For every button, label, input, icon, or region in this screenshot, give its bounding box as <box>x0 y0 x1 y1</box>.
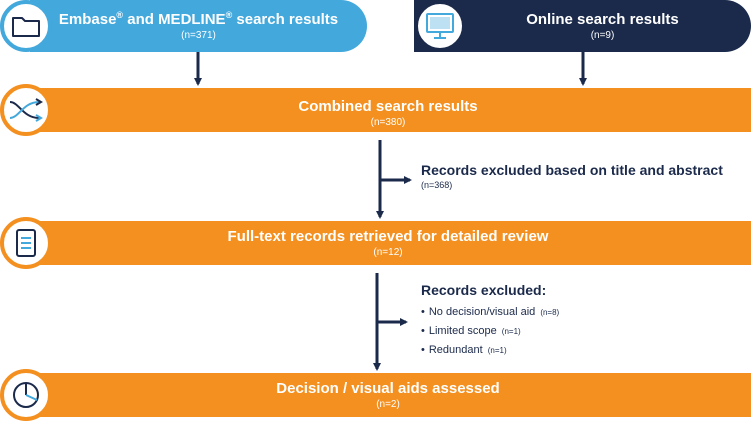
exclusion-title-abstract-count: (n=368) <box>421 180 453 190</box>
assessed-aids-title: Decision / visual aids assessed <box>276 380 500 397</box>
combined-results-box: Combined search results (n=380) <box>25 88 751 132</box>
monitor-icon <box>414 0 466 52</box>
folder-icon <box>0 0 52 52</box>
assessed-aids-count: (n=2) <box>376 399 400 410</box>
exclusion-title-abstract-label: Records excluded based on title and abst… <box>421 162 723 178</box>
fulltext-records-title: Full-text records retrieved for detailed… <box>227 228 549 245</box>
fulltext-records-box: Full-text records retrieved for detailed… <box>25 221 751 265</box>
exclusion-title-abstract: Records excluded based on title and abst… <box>421 162 723 191</box>
pie-chart-icon <box>0 369 52 421</box>
online-search-box: Online search results (n=9) <box>414 0 751 52</box>
list-item: •Limited scope (n=1) <box>421 325 521 337</box>
exclusion-fulltext-title: Records excluded: <box>421 282 547 298</box>
combined-results-count: (n=380) <box>370 117 406 128</box>
exclusion-fulltext: Records excluded: •No decision/visual ai… <box>421 282 559 360</box>
embase-medline-count: (n=371) <box>181 30 216 41</box>
embase-medline-title: Embase® and MEDLINE® search results <box>58 10 339 29</box>
online-search-count: (n=9) <box>590 30 615 41</box>
fulltext-records-count: (n=12) <box>373 247 403 258</box>
online-search-title: Online search results <box>526 11 679 28</box>
combined-results-title: Combined search results <box>298 98 478 115</box>
list-item: •No decision/visual aid (n=8) <box>421 306 560 318</box>
exclusion-reasons-list: •No decision/visual aid (n=8) •Limited s… <box>421 303 559 360</box>
embase-medline-box: Embase® and MEDLINE® search results (n=3… <box>30 0 367 52</box>
assessed-aids-box: Decision / visual aids assessed (n=2) <box>25 373 751 417</box>
merge-arrows-icon <box>0 84 52 136</box>
document-icon <box>0 217 52 269</box>
list-item: •Redundant (n=1) <box>421 344 507 356</box>
